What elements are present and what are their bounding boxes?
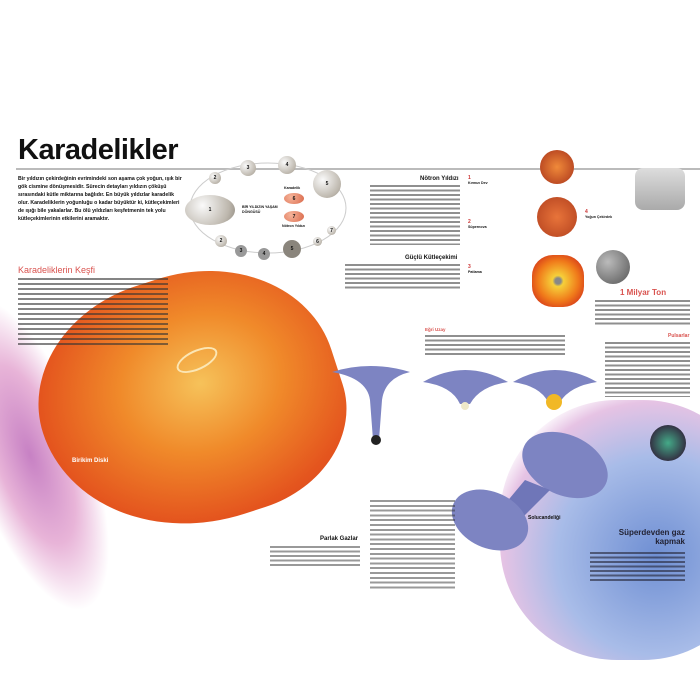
billion-heading: 1 Milyar Ton [620, 288, 667, 297]
explosion-image [532, 255, 584, 307]
warp-heading: Eğri Uzay [425, 327, 446, 332]
lifecycle-stage-blackhole: 6 [284, 193, 304, 204]
lifecycle-stage: 4 [258, 248, 270, 260]
gases-text [270, 546, 360, 566]
gravity-text [345, 264, 460, 289]
lifecycle-stage: 6 [313, 237, 322, 246]
page-title: Karadelikler [18, 134, 179, 166]
wormhole-label: Solucandeliği [528, 515, 561, 521]
pot-image [635, 168, 685, 210]
billion-text [595, 300, 690, 325]
pulsars-heading: Pulsarlar [668, 333, 690, 339]
discovery-text [18, 278, 168, 348]
lifecycle-stage-neutron: 7 [284, 211, 304, 222]
accretion-heading: Birikim Diski [72, 458, 109, 464]
supernova-image [537, 197, 577, 237]
lifecycle-stage: 3 [240, 160, 256, 176]
intro-text: Bir yıldızın çekirdeğinin evrimindeki so… [18, 176, 182, 222]
lifecycle-stage: 5 [283, 240, 301, 258]
lifecycle-stage: 5 [313, 170, 341, 198]
red-giant-image [540, 150, 574, 184]
gravity-funnels [332, 366, 597, 445]
label-neutron: Nötron Yıldızı [282, 224, 306, 228]
neutron-heading: Nötron Yıldızı [420, 176, 459, 182]
lifecycle-stage: 3 [235, 245, 247, 257]
wormhole-image [451, 431, 608, 551]
lifecycle-stage: 1 [185, 195, 235, 225]
label-blackhole: Karadelik [284, 186, 301, 190]
lifecycle-stage: 2 [209, 172, 221, 184]
pulsars-text [605, 342, 690, 397]
wormhole-text [370, 500, 455, 590]
pulsar-image [650, 425, 686, 461]
dense-core-image [596, 250, 630, 284]
lifecycle-label: BİR YILDIZIN YAŞAM DÖNGÜSÜ [242, 205, 278, 215]
neutron-text [370, 185, 460, 245]
lifecycle-stage: 2 [215, 235, 227, 247]
title-divider [16, 168, 700, 170]
gases-heading: Parlak Gazlar [320, 536, 359, 542]
lifecycle-stage: 7 [327, 226, 336, 235]
lifecycle-stage: 4 [278, 156, 296, 174]
supergiant-heading: Süperdevden gaz kapmak [618, 528, 685, 546]
warp-text [425, 335, 565, 355]
discovery-heading: Karadeliklerin Keşfi [18, 265, 96, 275]
gravity-heading: Güçlü Kütleçekimi [405, 255, 458, 261]
supergiant-text [590, 552, 685, 582]
